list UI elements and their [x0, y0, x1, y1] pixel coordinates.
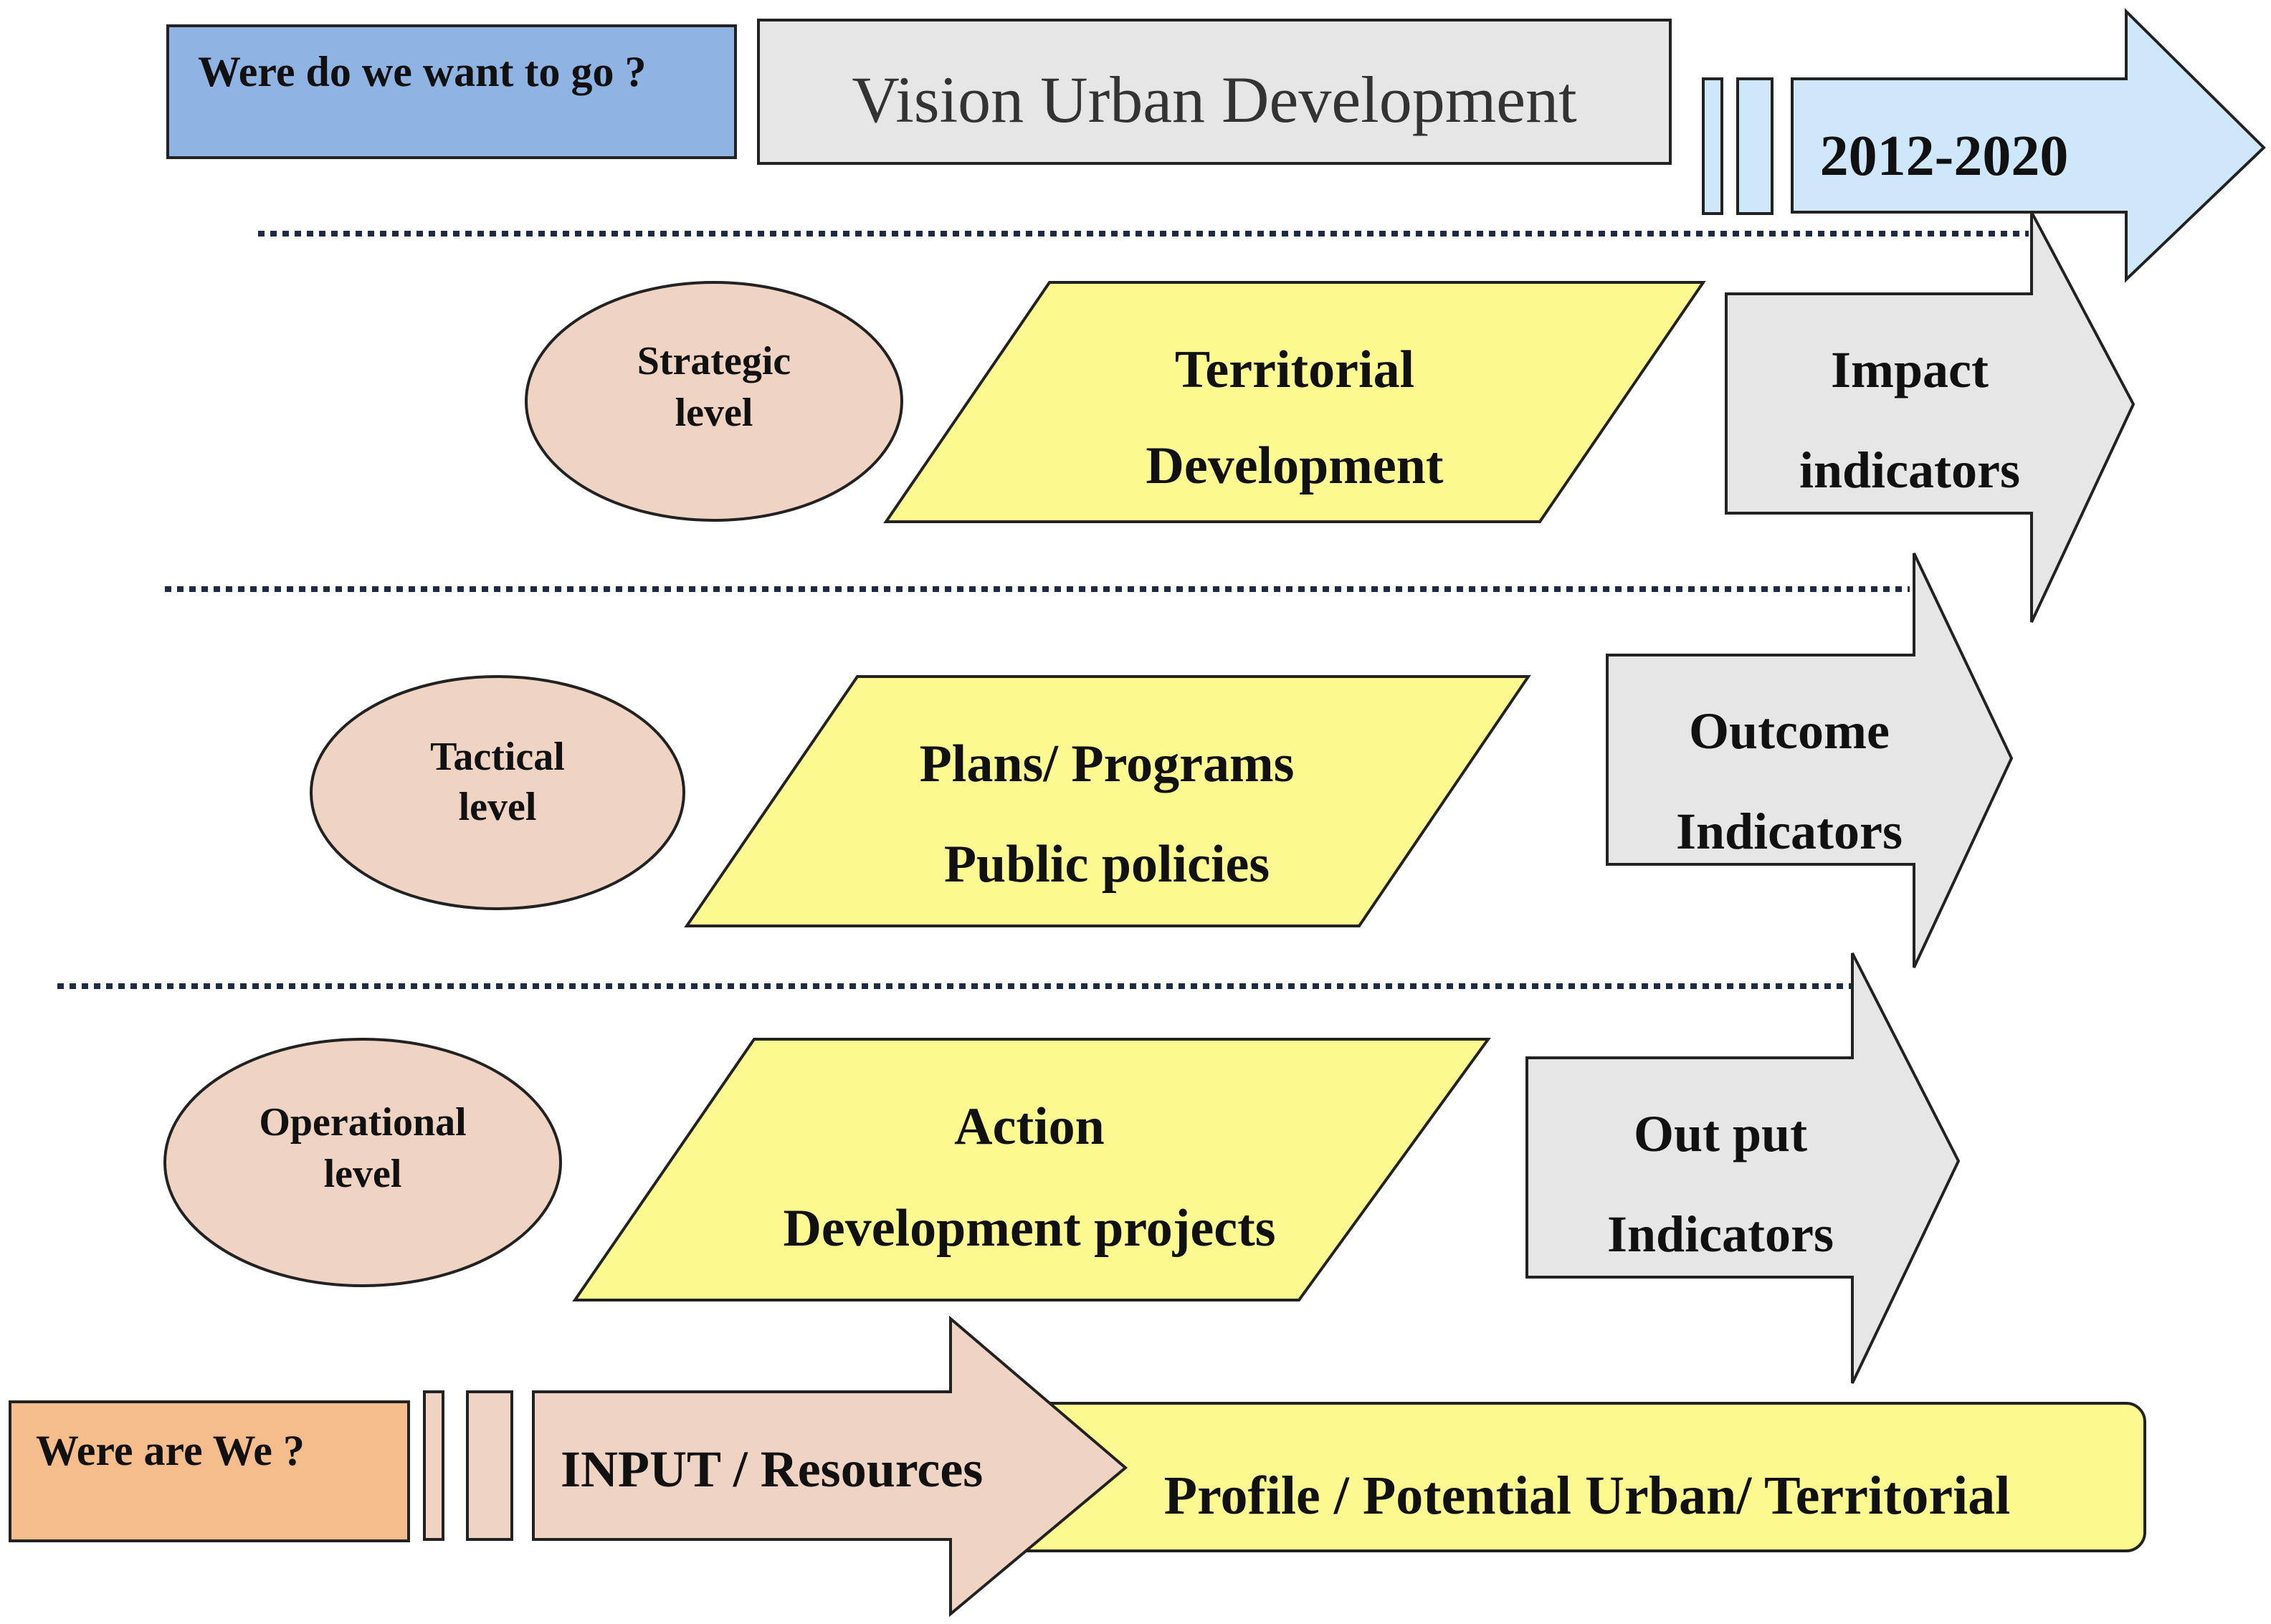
parallelogram-label: Action — [954, 1097, 1105, 1156]
level-ellipse-label: level — [324, 1152, 402, 1196]
indicator-arrow-output — [1525, 952, 1961, 1384]
parallelogram-territorial — [883, 281, 1706, 523]
timeline-arrow — [1791, 8, 2266, 283]
separator-bar — [1702, 77, 1723, 215]
separator-bar — [1736, 77, 1774, 215]
parallelogram-label: Development projects — [783, 1199, 1275, 1258]
level-ellipse-label: level — [459, 785, 537, 829]
question-bottom-box — [9, 1400, 410, 1542]
level-ellipse-label: level — [675, 391, 753, 435]
indicator-arrow-impact — [1725, 211, 2136, 623]
indicator-arrow-outcome — [1606, 553, 2014, 968]
profile-label: Profile / Potential Urban/ Territorial — [1164, 1466, 2011, 1526]
parallelogram-label: Territorial — [1175, 340, 1414, 399]
indicator-label: Outcome — [1689, 702, 1890, 760]
vision-title: Vision Urban Development — [852, 63, 1577, 136]
question-top-label: Were do we want to go ? — [198, 48, 647, 95]
level-ellipse-label: Strategic — [637, 339, 791, 383]
question-top-box — [166, 24, 737, 159]
separator-bar — [423, 1390, 444, 1541]
parallelogram-label: Plans/ Programs — [920, 735, 1295, 793]
parallelogram-label: Development — [1146, 436, 1443, 495]
input-arrow — [532, 1315, 1128, 1618]
indicator-label: indicators — [1799, 441, 2020, 499]
level-ellipse-label: Tactical — [430, 735, 565, 779]
question-bottom-label: Were are We ? — [36, 1427, 305, 1474]
parallelogram-label: Public policies — [944, 835, 1270, 894]
indicator-label: Impact — [1831, 341, 1989, 398]
level-ellipse-label: Operational — [259, 1100, 466, 1145]
level-ellipse-tactical — [310, 675, 685, 910]
separator-bar — [466, 1390, 513, 1541]
vision-box — [757, 19, 1672, 165]
parallelogram-plans — [684, 675, 1531, 927]
indicator-label: Indicators — [1676, 803, 1903, 860]
level-ellipse-strategic — [525, 281, 903, 522]
timeline-period: 2012-2020 — [1820, 125, 2069, 188]
parallelogram-action — [572, 1038, 1491, 1301]
level-ellipse-operational — [163, 1038, 562, 1287]
input-label: INPUT / Resources — [561, 1441, 983, 1498]
indicator-label: Indicators — [1607, 1205, 1834, 1263]
indicator-label: Out put — [1634, 1105, 1807, 1162]
